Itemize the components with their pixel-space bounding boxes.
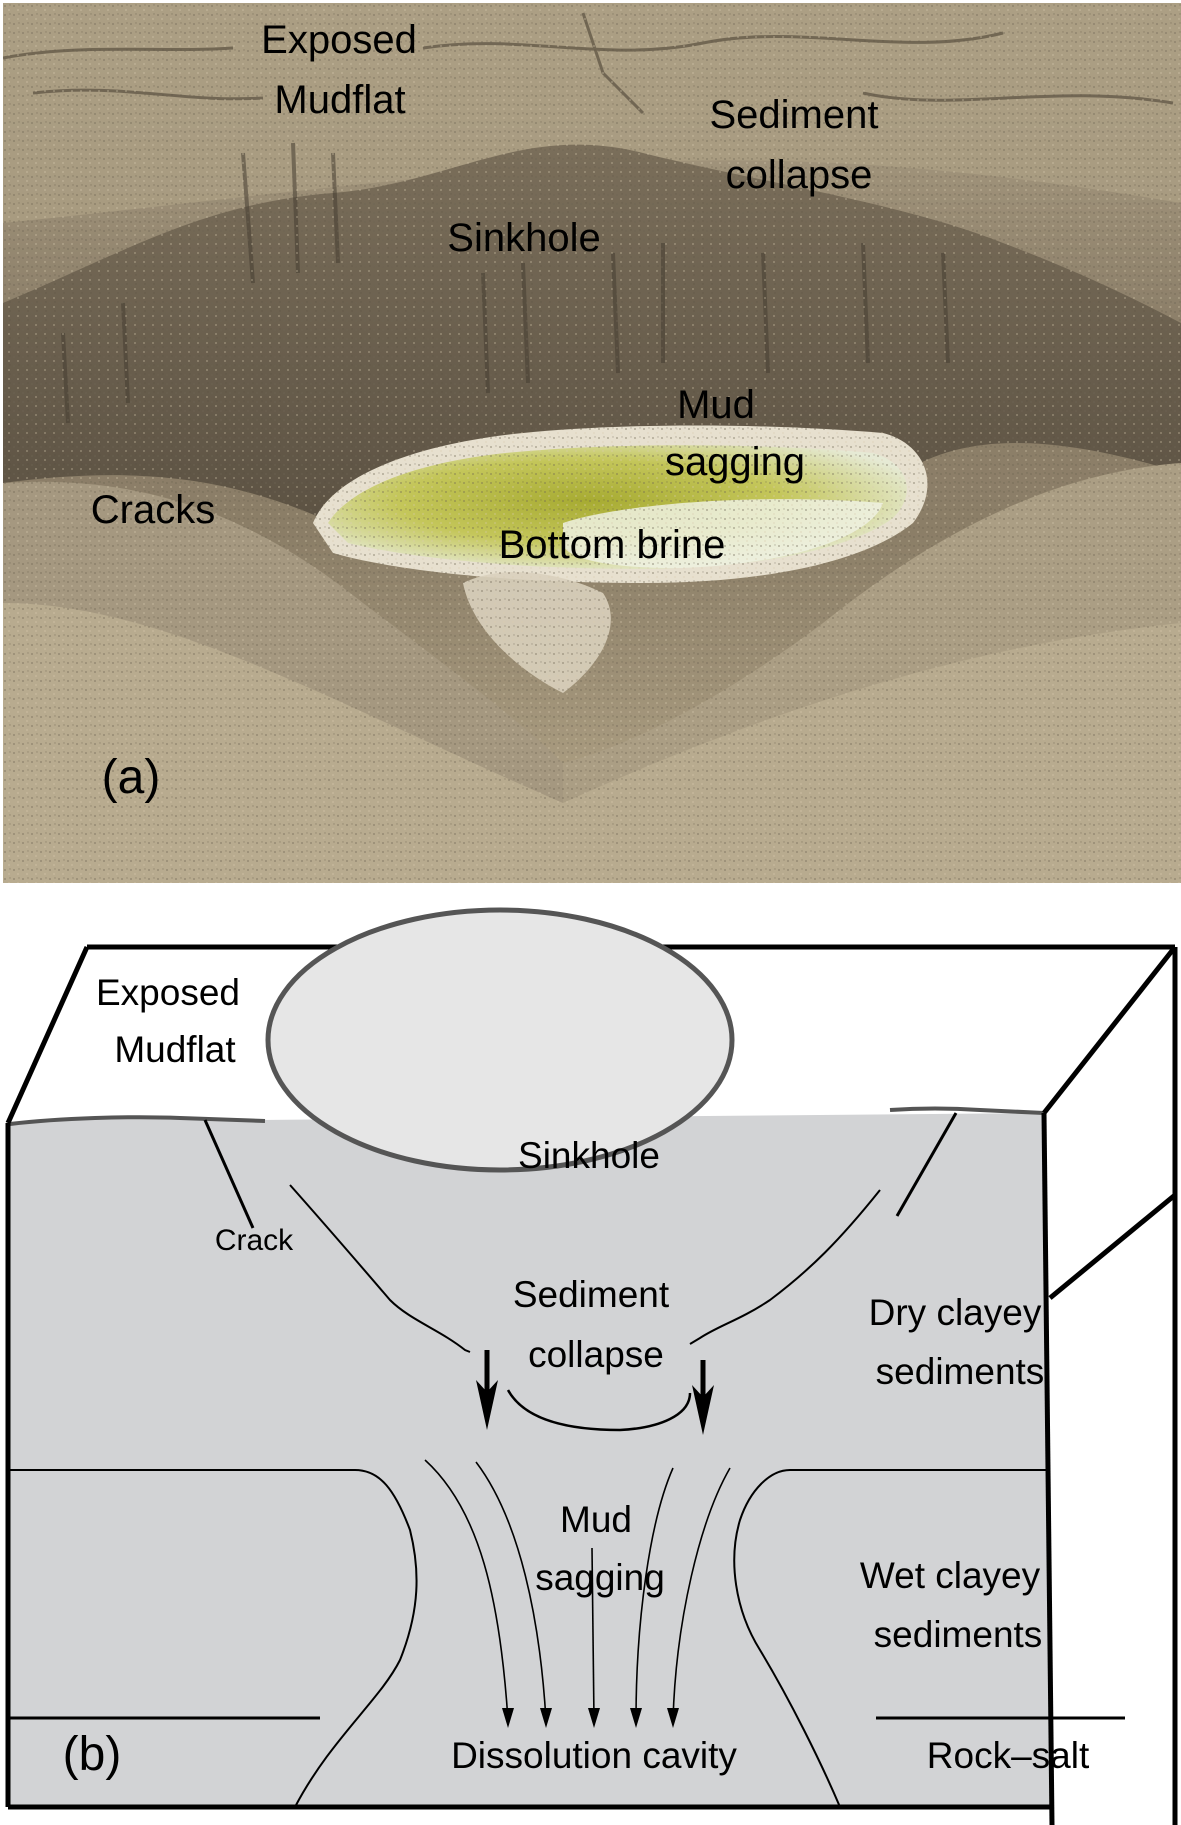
photo-label-sinkhole: Sinkhole: [447, 216, 600, 260]
diagram-label-exposed-mudflat-line2: Mudflat: [114, 1029, 236, 1070]
crack-line-right: [895, 1112, 958, 1217]
diagram-label-crack: Crack: [215, 1224, 294, 1257]
photo-label-exposed-mudflat-line2: Mudflat: [274, 78, 405, 122]
diagram-panel-b: Exposed Mudflat Sinkhole Sediment collap…: [0, 900, 1181, 1825]
diagram-label-dry-clayey-line1: Dry clayey: [869, 1292, 1042, 1333]
sinkhole-ellipse: [265, 907, 735, 1173]
photo-label-bottom-brine: Bottom brine: [499, 523, 726, 567]
diagram-label-dissolution-cavity: Dissolution cavity: [451, 1735, 737, 1776]
diagram-label-mud-sagging-line1: Mud: [560, 1499, 632, 1540]
photo-label-mud-sagging-line1: Mud: [677, 383, 755, 427]
collapse-arrows: [476, 1350, 714, 1435]
diagram-label-exposed-mudflat-line1: Exposed: [96, 972, 240, 1013]
crack-line-left: [203, 1119, 255, 1229]
block-outline: [5, 944, 1178, 1825]
photo-label-exposed-mudflat-line1: Exposed: [261, 18, 417, 62]
sinkhole-photograph: Exposed Mudflat Sediment collapse Sinkho…: [3, 3, 1181, 883]
diagram-label-wet-clayey-line1: Wet clayey: [860, 1555, 1041, 1596]
diagram-label-mud-sagging-line2: sagging: [535, 1557, 665, 1598]
photo-label-cracks: Cracks: [91, 488, 215, 532]
sinkhole-block-diagram: Exposed Mudflat Sinkhole Sediment collap…: [5, 907, 1178, 1825]
mud-sagging-flow-lines: [424, 1459, 731, 1721]
layer-boundaries: [8, 1469, 1125, 1808]
diagram-label-sediment-collapse-line2: collapse: [528, 1334, 664, 1375]
panel-b-tag: (b): [63, 1728, 122, 1781]
front-face: [8, 1113, 1050, 1807]
diagram-label-dry-clayey-line2: sediments: [876, 1351, 1045, 1392]
side-face: [1044, 947, 1175, 1825]
diagram-label-wet-clayey-line2: sediments: [874, 1614, 1043, 1655]
photo-label-mud-sagging-line2: sagging: [665, 440, 805, 484]
diagram-label-sediment-collapse-line1: Sediment: [513, 1274, 670, 1315]
panel-a-tag: (a): [102, 751, 161, 804]
diagram-label-rock-salt: Rock–salt: [927, 1735, 1090, 1776]
photo-label-sediment-collapse-line2: collapse: [726, 153, 873, 197]
diagram-label-sinkhole: Sinkhole: [518, 1135, 660, 1176]
photo-label-sediment-collapse-line1: Sediment: [710, 93, 879, 137]
photo-panel-a: Exposed Mudflat Sediment collapse Sinkho…: [3, 3, 1181, 883]
